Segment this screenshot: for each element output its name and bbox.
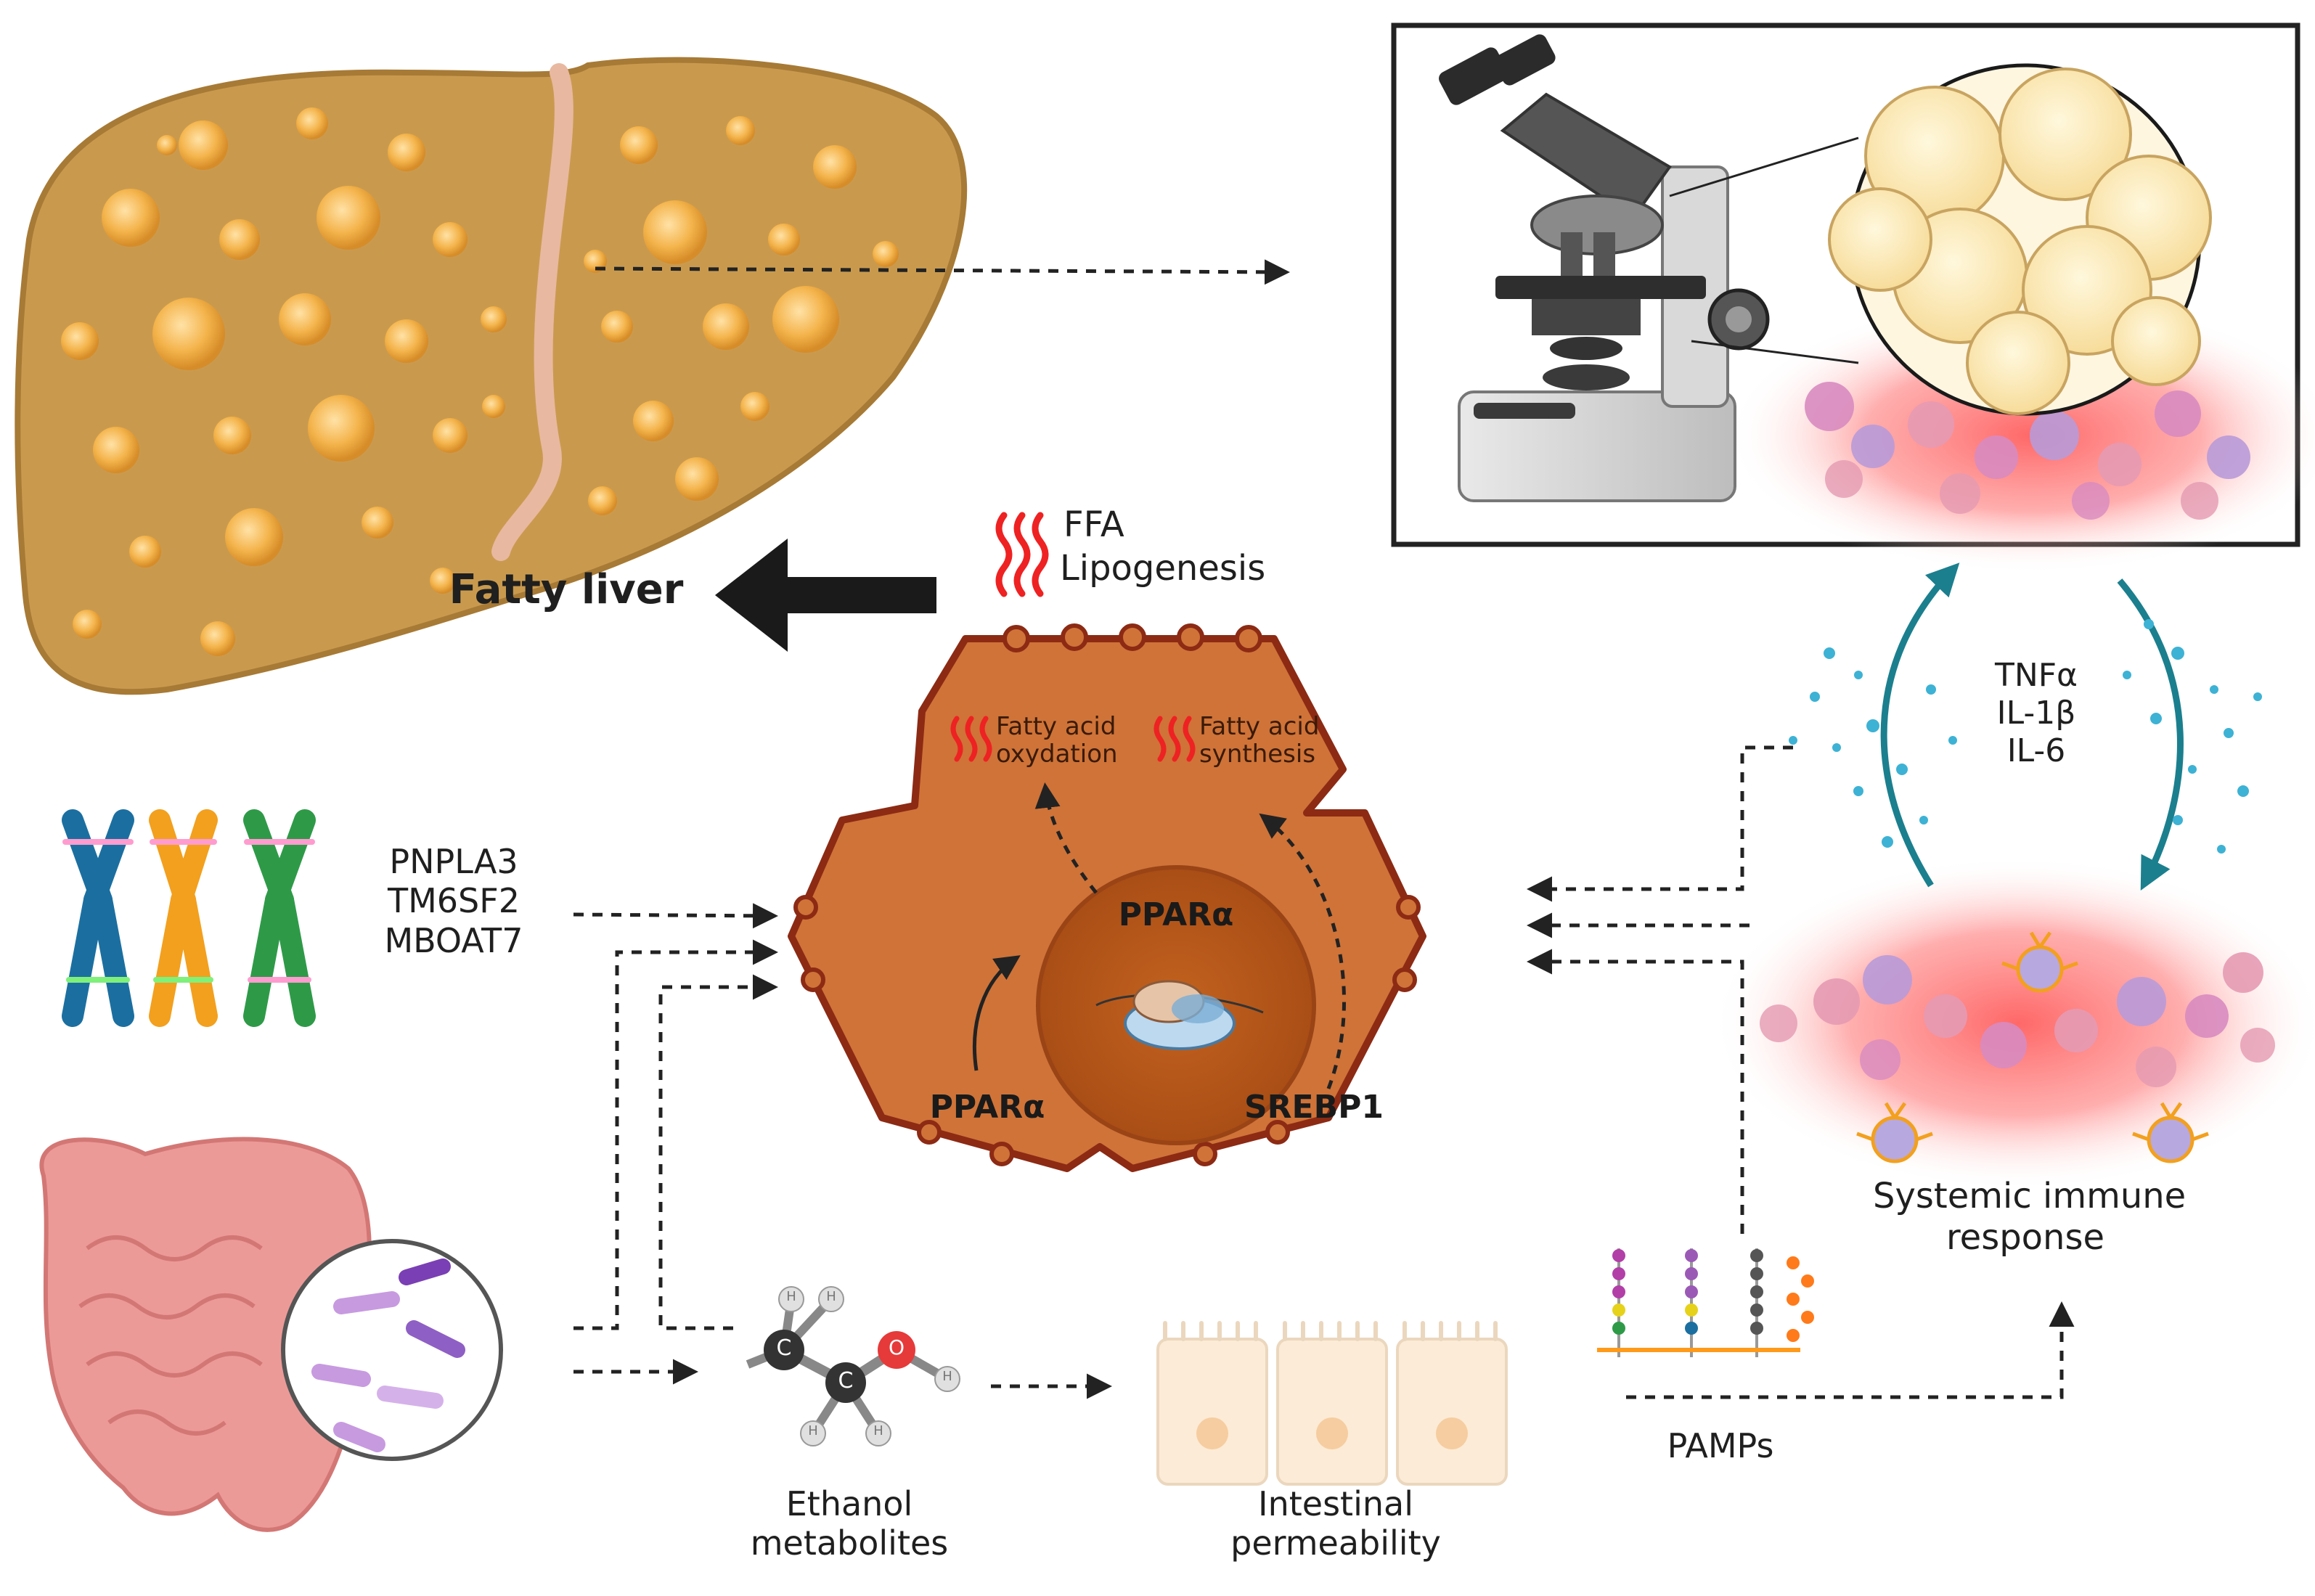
systemic-immune-label: Systemic immune response [1873, 1176, 2187, 1258]
intestinal-cells-icon [1156, 1321, 1508, 1486]
systemic-immune-illustration [1713, 856, 2315, 1190]
heat-waves-synthesis [1154, 716, 1196, 762]
zoom-line-top [1669, 136, 1859, 197]
ppar-cytoplasm-label: PPARα [929, 1089, 1045, 1126]
heat-waves-icon [995, 512, 1049, 597]
lipogenesis-label: Lipogenesis [1060, 548, 1266, 589]
liver-ligament [491, 63, 573, 561]
arrow-ethanol-to-cell [658, 974, 778, 1330]
atom-label-h2: H [826, 1289, 836, 1304]
immune-cells-lower [1760, 952, 2275, 1087]
heat-waves-oxidation [950, 716, 992, 762]
atom-label-o: O [888, 1335, 905, 1359]
zoom-line-bottom [1691, 340, 1859, 364]
ppar-nucleus-label: PPARα [1118, 896, 1234, 933]
pamps-label: PAMPs [1667, 1426, 1774, 1465]
fatty-acid-oxidation-label: Fatty acid oxydation [996, 712, 1118, 769]
cytokine-list: TNFα IL-1β IL-6 [1982, 657, 2091, 770]
arrow-to-oxidation [1034, 782, 1098, 894]
gene-pnpla3: PNPLA3 [389, 842, 518, 881]
fatty-liver-label: Fatty liver [449, 566, 684, 613]
atom-label-h4: H [873, 1423, 883, 1439]
dendritic-cells [1856, 931, 2209, 1163]
fat-droplets [61, 107, 899, 656]
ethanol-molecule-icon [746, 1286, 960, 1446]
arrow-immune-to-microscope [1880, 562, 1960, 888]
srebp1-label: SREBP1 [1244, 1089, 1384, 1126]
arrow-pamps-to-immune [1626, 1301, 2075, 1399]
fatty-acid-synthesis-label: Fatty acid synthesis [1199, 712, 1320, 769]
zoomed-fat-cells [1828, 63, 2212, 416]
atom-label-c1: C [776, 1335, 792, 1361]
cytokine-dots [1789, 619, 2262, 854]
bacteria-icon [311, 1259, 465, 1452]
gut-microbiota-zoom [281, 1239, 503, 1461]
intestine-illustration [39, 1137, 503, 1532]
atom-label-h3: H [808, 1423, 818, 1439]
microscope-icon [1439, 34, 1770, 502]
gene-tm6sf2: TM6SF2 [388, 881, 520, 921]
cytokine-tnfa: TNFα [1994, 657, 2078, 694]
intestinal-permeability-label: Intestinal permeability [1230, 1484, 1441, 1563]
atom-label-h1: H [786, 1289, 796, 1304]
immune-cells-upper [1805, 382, 2250, 520]
membrane-bumps [793, 623, 1421, 1166]
gene-mboat7: MBOAT7 [384, 920, 523, 960]
arrow-pamps-to-cell [1527, 949, 1744, 1234]
chromosomes-icon [62, 809, 316, 1027]
atom-label-c2: C [838, 1368, 854, 1394]
microscope-panel [1391, 22, 2315, 573]
cytokine-il6: IL-6 [2006, 732, 2066, 769]
arrow-genes-to-cell [573, 903, 778, 929]
arrow-ppar-to-nucleus [973, 955, 1021, 1071]
gene-list: PNPLA3 TM6SF2 MBOAT7 [367, 842, 541, 960]
arrow-cytokines-to-cell [1527, 745, 1793, 902]
arrow-to-fatty-liver [715, 539, 936, 652]
ethanol-metabolites-label: Ethanol metabolites [750, 1484, 949, 1563]
pamps-glycan-icon [1597, 1248, 1814, 1357]
arrow-gut-to-cell-1 [573, 939, 778, 1330]
arrow-srebp1-to-synthesis [1259, 813, 1347, 1089]
hepatocyte-cell [788, 623, 1426, 1172]
atom-label-h5: H [942, 1369, 952, 1384]
fatty-liver-illustration [15, 57, 968, 695]
ffa-label: FFA [1063, 504, 1124, 545]
arrow-liver-to-microscope [595, 259, 1290, 285]
cytokine-il1b: IL-1β [1996, 694, 2076, 732]
dna-protein-complex [1095, 980, 1264, 1050]
